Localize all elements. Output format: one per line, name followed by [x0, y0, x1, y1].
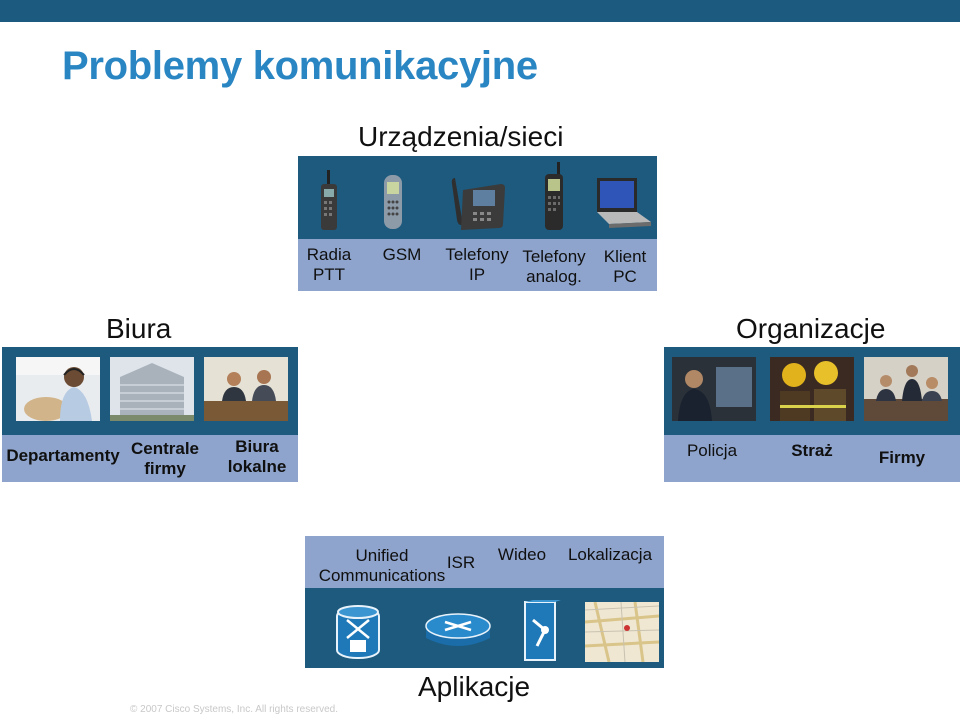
devices-images	[298, 156, 657, 239]
device-label-pc: Klient PC	[603, 247, 647, 286]
organizations-title: Organizacje	[736, 313, 886, 344]
applications-labels: Unified Communications ISR Wideo Lokaliz…	[305, 536, 664, 588]
applications-title: Aplikacje	[418, 671, 531, 702]
app-label-isr: ISR	[446, 553, 476, 572]
police-photo	[672, 357, 756, 421]
office-label-headquarters: Centrale firmy	[130, 439, 200, 478]
office-label-departments: Departamenty	[6, 446, 120, 465]
device-label-ip-phone: Telefony IP	[445, 245, 509, 284]
applications-panel: Unified Communications ISR Wideo Lokaliz…	[305, 536, 664, 668]
office-label-local-offices: Biura lokalne	[227, 437, 287, 476]
device-label-analog-phone: Telefony analog.	[522, 247, 586, 286]
offices-images	[2, 347, 298, 435]
firefighters-photo	[770, 357, 854, 421]
meeting-photo	[204, 357, 288, 421]
app-label-location: Lokalizacja	[567, 545, 653, 564]
isr-router-icon	[425, 613, 491, 646]
org-label-companies: Firmy	[878, 448, 926, 467]
unified-communications-icon	[336, 605, 380, 659]
video-icon	[524, 600, 561, 661]
offices-title: Biura	[106, 313, 172, 344]
devices-panel: Radia PTT GSM Telefony IP Telefony analo…	[298, 156, 657, 291]
devices-labels: Radia PTT GSM Telefony IP Telefony analo…	[298, 239, 657, 291]
radio-ptt-icon	[321, 170, 337, 230]
gsm-phone-icon	[384, 175, 402, 229]
applications-images	[305, 588, 664, 668]
device-label-radio: Radia PTT	[306, 245, 352, 284]
org-label-police: Policja	[686, 441, 738, 460]
laptop-icon	[597, 178, 651, 228]
org-label-fire-brigade: Straż	[791, 441, 833, 460]
copyright-footer: © 2007 Cisco Systems, Inc. All rights re…	[130, 704, 339, 715]
ip-phone-icon	[451, 178, 505, 230]
headset-operator-photo	[16, 357, 100, 421]
business-team-photo	[864, 357, 948, 421]
organizations-labels: Policja Straż Firmy	[664, 435, 960, 482]
map-icon	[585, 602, 659, 662]
devices-title: Urządzenia/sieci	[358, 121, 564, 152]
analog-phone-icon	[545, 162, 563, 230]
offices-labels: Departamenty Centrale firmy Biura lokaln…	[2, 435, 298, 482]
organizations-panel: Policja Straż Firmy	[664, 347, 960, 482]
office-building-photo	[110, 357, 194, 421]
organizations-images	[664, 347, 960, 435]
slide-title: Problemy komunikacyjne	[62, 44, 538, 88]
device-label-gsm: GSM	[382, 245, 422, 264]
app-label-video: Wideo	[497, 545, 547, 564]
top-bar	[0, 0, 960, 22]
app-label-unified-communications: Unified Communications	[318, 546, 446, 585]
offices-panel: Departamenty Centrale firmy Biura lokaln…	[2, 347, 298, 482]
